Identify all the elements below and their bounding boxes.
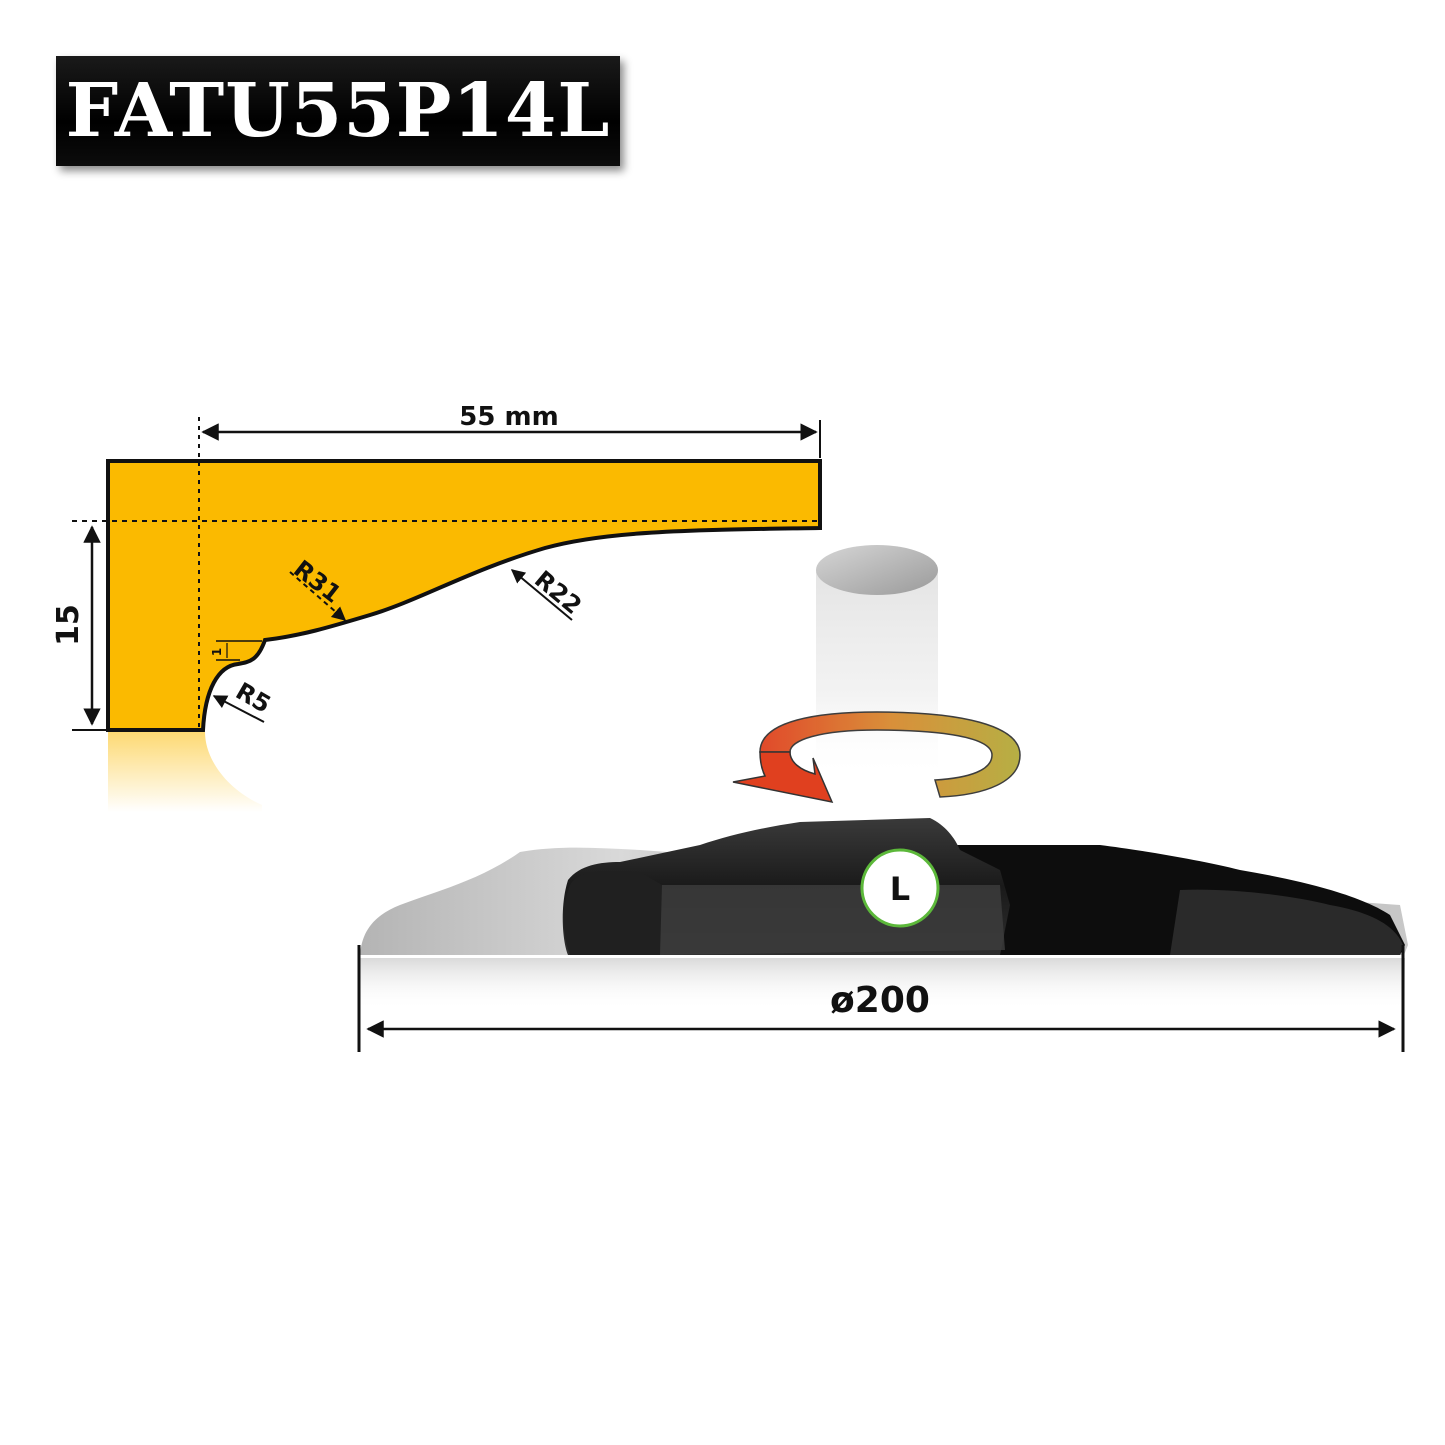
rotation-arrow-icon bbox=[732, 711, 1021, 804]
cutter-blade: L bbox=[360, 818, 1408, 1010]
r5-label: R5 bbox=[231, 677, 275, 719]
blade-reflection bbox=[360, 958, 1405, 1010]
r22-label: R22 bbox=[529, 565, 587, 620]
carbide-tip-front bbox=[564, 871, 662, 955]
title-banner: FATU55P14L bbox=[56, 56, 620, 166]
height-label: 15 bbox=[51, 604, 86, 646]
rotation-badge-label: L bbox=[890, 870, 910, 908]
width-label: 55 mm bbox=[459, 402, 558, 432]
r31-leader bbox=[289, 571, 347, 621]
carbide-tip-face bbox=[660, 885, 1005, 955]
spindle-cylinder bbox=[816, 545, 938, 780]
diameter-label: ø200 bbox=[830, 980, 930, 1021]
profile-shape bbox=[106, 459, 822, 732]
blade-right-edge bbox=[1170, 889, 1403, 955]
step-label: 1 bbox=[210, 648, 224, 656]
profile-reflection bbox=[108, 732, 262, 812]
r5-leader bbox=[212, 695, 265, 723]
cylinder-top bbox=[816, 545, 938, 595]
diameter-dimension: ø200 bbox=[357, 945, 1405, 1052]
product-code-title: FATU55P14L bbox=[65, 68, 611, 154]
rotation-arrow-back bbox=[759, 711, 1021, 798]
rotation-badge bbox=[860, 848, 940, 928]
rotation-arrow-head bbox=[732, 751, 834, 804]
cylinder-body bbox=[816, 570, 938, 780]
r22-leader bbox=[510, 569, 573, 621]
profile-section: 55 mm 15 1 R31 R22 R5 bbox=[51, 402, 822, 812]
